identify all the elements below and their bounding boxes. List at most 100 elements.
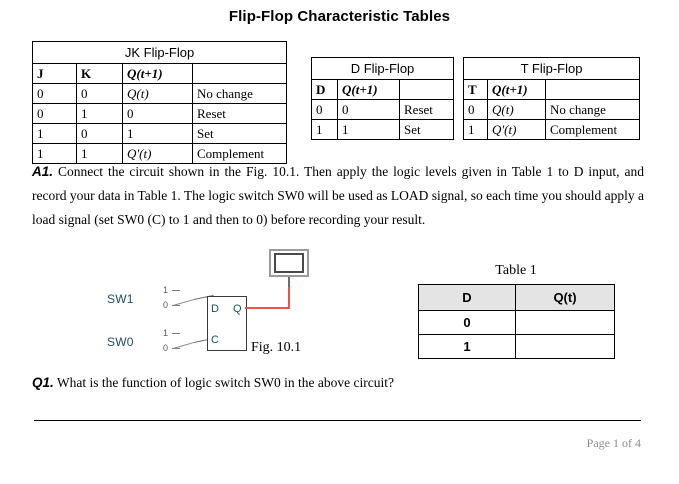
cell-qt-answer[interactable] — [515, 310, 615, 335]
switch0-high-label: 1 — [163, 328, 169, 338]
pin-c-label: C — [211, 334, 219, 346]
t-flip-flop-table: T Flip-Flop T Q(t+1) 0 Q(t) No change 1 … — [462, 57, 641, 140]
column-header-description — [191, 63, 288, 84]
cell-k: 1 — [76, 143, 123, 164]
cell-k: 1 — [76, 103, 123, 124]
task-a1-label: A1. — [32, 164, 54, 179]
d-flip-flop-table: D Flip-Flop D Q(t+1) 0 0 Reset 1 1 Set — [310, 57, 455, 140]
cell-t: 1 — [463, 119, 488, 140]
cell-qnext: 0 — [337, 99, 400, 120]
table-header-row: D Q(t) — [418, 284, 615, 311]
footer-divider — [34, 420, 641, 421]
task-a1-text: Connect the circuit shown in the Fig. 10… — [32, 164, 644, 227]
switch1-low-label: 0 — [163, 300, 169, 310]
column-header-description — [544, 79, 641, 100]
cell-qnext: 1 — [337, 119, 400, 140]
cell-description: Set — [191, 123, 288, 144]
switch1-arm[interactable] — [172, 298, 195, 306]
cell-description: No change — [191, 83, 288, 104]
figure-caption: Fig. 10.1 — [251, 340, 302, 355]
column-header-qnext: Q(t+1) — [337, 79, 400, 100]
column-header-j: J — [32, 63, 77, 84]
cell-description: Reset — [398, 99, 455, 120]
cell-t: 0 — [463, 99, 488, 120]
cell-j: 1 — [32, 143, 77, 164]
led-indicator-inner[interactable] — [274, 253, 304, 273]
cell-qnext: 0 — [122, 103, 193, 124]
table-row: 1 1 Set — [311, 119, 455, 140]
circuit-figure: SW1 1 0 SW0 1 0 D Q C Fig. 10.1 — [95, 249, 345, 365]
page-number: Page 1 of 4 — [586, 436, 641, 450]
cell-k: 0 — [76, 123, 123, 144]
switch1-high-label: 1 — [163, 285, 169, 295]
cell-qnext: Q'(t) — [122, 143, 193, 164]
cell-description: Complement — [191, 143, 288, 164]
table-row: 0 0 Q(t) No change — [32, 83, 288, 104]
table-row: 0 1 0 Reset — [32, 103, 288, 124]
cell-qnext: 1 — [122, 123, 193, 144]
cell-qnext: Q'(t) — [487, 119, 546, 140]
switch0-arm[interactable] — [172, 341, 195, 349]
table-header-row: T Q(t+1) — [463, 79, 641, 100]
switch0-label: SW0 — [107, 335, 134, 349]
cell-d: 1 — [311, 119, 338, 140]
table-row: 1 — [418, 334, 615, 359]
column-header-description — [398, 79, 455, 100]
table-caption-row: D Flip-Flop — [310, 57, 455, 80]
table-row: 0 Q(t) No change — [463, 99, 641, 120]
switch0-low-label: 0 — [163, 343, 169, 353]
cell-j: 0 — [32, 83, 77, 104]
cell-qnext: Q(t) — [122, 83, 193, 104]
table-row: 1 Q'(t) Complement — [463, 119, 641, 140]
question-q1-paragraph: Q1. What is the function of logic switch… — [32, 371, 644, 395]
column-header-t: T — [463, 79, 488, 100]
column-header-d: D — [311, 79, 338, 100]
jk-table-caption: JK Flip-Flop — [31, 41, 288, 64]
table1-data-table: D Q(t) 0 1 — [418, 284, 615, 359]
column-header-qnext: Q(t+1) — [122, 63, 193, 84]
switch1-label: SW1 — [107, 292, 134, 306]
cell-d-value: 0 — [418, 310, 516, 335]
cell-description: Reset — [191, 103, 288, 124]
column-header-qt: Q(t) — [515, 284, 615, 311]
t-table-caption: T Flip-Flop — [462, 57, 641, 80]
cell-description: Set — [398, 119, 455, 140]
table-header-row: D Q(t+1) — [311, 79, 455, 100]
switch1-high-terminal — [172, 290, 180, 291]
table-row: 1 1 Q'(t) Complement — [32, 143, 288, 164]
cell-k: 0 — [76, 83, 123, 104]
cell-j: 0 — [32, 103, 77, 124]
pin-d-label: D — [211, 303, 219, 315]
table-row: 0 0 Reset — [311, 99, 455, 120]
table-caption-row: JK Flip-Flop — [31, 41, 288, 64]
task-a1-paragraph: A1. Connect the circuit shown in the Fig… — [32, 160, 644, 232]
cell-description: No change — [544, 99, 641, 120]
cell-qt-answer[interactable] — [515, 334, 615, 359]
table-header-row: J K Q(t+1) — [32, 63, 288, 84]
d-table-caption: D Flip-Flop — [310, 57, 455, 80]
pin-q-label: Q — [233, 303, 242, 315]
table-row: 1 0 1 Set — [32, 123, 288, 144]
column-header-d: D — [418, 284, 516, 311]
table1-caption: Table 1 — [495, 263, 537, 278]
table-row: 0 — [418, 310, 615, 335]
cell-j: 1 — [32, 123, 77, 144]
d-flip-flop-symbol — [207, 296, 247, 351]
column-header-qnext: Q(t+1) — [487, 79, 546, 100]
jk-flip-flop-table: JK Flip-Flop J K Q(t+1) 0 0 Q(t) No chan… — [31, 41, 288, 164]
table-caption-row: T Flip-Flop — [462, 57, 641, 80]
led-lead-wire — [288, 270, 290, 287]
question-q1-label: Q1. — [32, 375, 54, 390]
switch1-low-terminal — [172, 305, 180, 306]
cell-description: Complement — [544, 119, 641, 140]
page-title: Flip-Flop Characteristic Tables — [228, 8, 451, 25]
column-header-k: K — [76, 63, 123, 84]
switch0-low-terminal — [172, 348, 180, 349]
cell-d-value: 1 — [418, 334, 516, 359]
cell-qnext: Q(t) — [487, 99, 546, 120]
switch0-high-terminal — [172, 333, 180, 334]
question-q1-text: What is the function of logic switch SW0… — [56, 375, 394, 390]
q-output-wire — [245, 307, 290, 309]
cell-d: 0 — [311, 99, 338, 120]
